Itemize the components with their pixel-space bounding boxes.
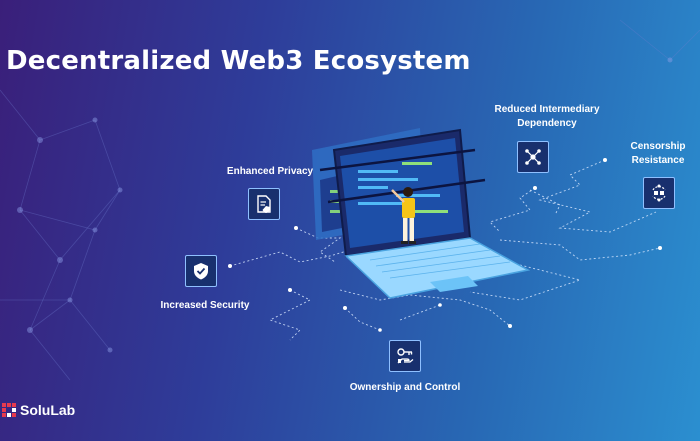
network-nodes-icon: [525, 149, 541, 165]
label-ownership-control: Ownership and Control: [349, 382, 461, 393]
solulab-logo-icon: [2, 403, 16, 417]
privacy-document-icon: [257, 195, 271, 213]
intermediary-box: [517, 141, 549, 173]
security-box: [185, 255, 217, 287]
cycle-people-icon: [652, 184, 666, 202]
laptop-illustration: [312, 128, 531, 299]
ownership-box: [389, 340, 421, 372]
label-increased-security: Increased Security: [160, 300, 250, 311]
privacy-box: [248, 188, 280, 220]
brand-name: SoluLab: [20, 402, 76, 418]
page-title: Decentralized Web3 Ecosystem: [6, 46, 471, 76]
label-reduced-intermediary: Reduced Intermediary Dependency: [494, 104, 600, 129]
label-enhanced-privacy: Enhanced Privacy: [226, 166, 314, 177]
shield-check-icon: [194, 263, 208, 280]
censorship-box: [643, 177, 675, 209]
brand-logo: SoluLab: [2, 402, 75, 418]
label-censorship-resistance: Censorship Resistance: [630, 141, 686, 166]
key-hand-icon: [397, 348, 414, 364]
